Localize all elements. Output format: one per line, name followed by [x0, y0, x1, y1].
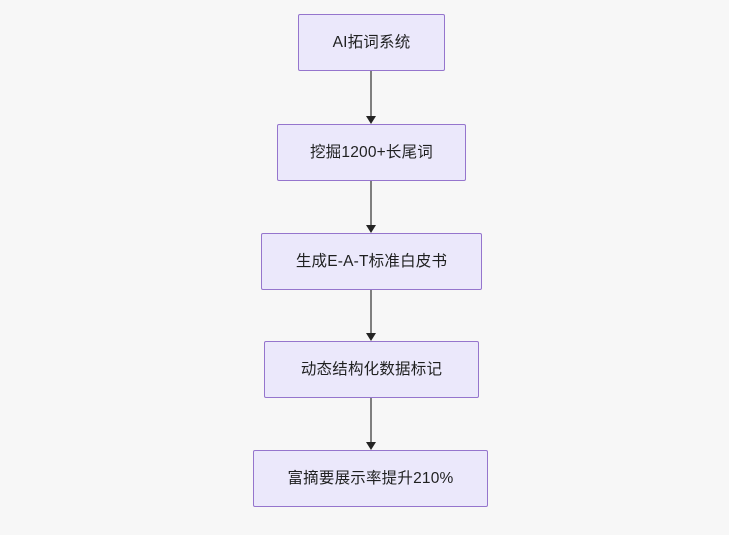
flowchart-node-5[interactable]: 富摘要展示率提升210% — [253, 450, 488, 507]
flowchart-node-label: 挖掘1200+长尾词 — [309, 143, 434, 161]
flowchart-node-3[interactable]: 生成E-A-T标准白皮书 — [261, 233, 482, 290]
flowchart-node-1[interactable]: AI拓词系统 — [298, 14, 445, 71]
arrowhead-icon — [365, 224, 376, 233]
flowchart-node-label: 富摘要展示率提升210% — [287, 469, 454, 487]
connector-line — [369, 289, 373, 333]
flowchart-node-4[interactable]: 动态结构化数据标记 — [264, 341, 479, 398]
connector-line — [369, 397, 373, 442]
flowchart-node-label: 动态结构化数据标记 — [300, 360, 443, 378]
arrowhead-icon — [365, 115, 376, 124]
arrowhead-icon — [365, 332, 376, 341]
flowchart-node-label: 生成E-A-T标准白皮书 — [295, 252, 448, 270]
flowchart-node-2[interactable]: 挖掘1200+长尾词 — [277, 124, 466, 181]
connector-line — [369, 71, 373, 116]
arrowhead-icon — [365, 441, 376, 450]
flowchart-node-label: AI拓词系统 — [332, 33, 411, 51]
connector-line — [369, 181, 373, 225]
